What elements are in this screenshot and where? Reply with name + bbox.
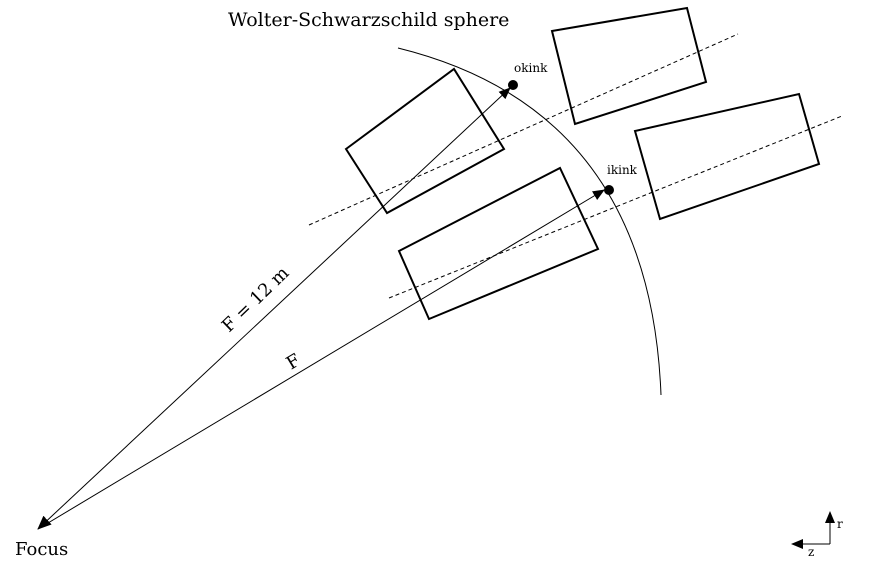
schwarzschild-sphere-arc: [397, 47, 662, 396]
outer-kink-label: okink: [514, 61, 548, 75]
diagram-title: Wolter-Schwarzschild sphere: [228, 9, 509, 31]
outer-kink-point: [508, 80, 518, 90]
r-axis-label: r: [837, 517, 843, 531]
inner-dashed-ray: [388, 115, 843, 299]
inner-kink-point: [604, 185, 614, 195]
inner-focal-ray: [37, 189, 605, 530]
inner-distance-label: F: [283, 350, 305, 374]
primary-mirror-outer: [550, 6, 708, 126]
inner-kink-label: ikink: [607, 163, 638, 177]
z-axis-label: z: [808, 545, 814, 559]
axes-indicator: r z: [791, 511, 843, 559]
outer-focal-ray: [37, 87, 511, 530]
primary-mirror-inner: [633, 92, 821, 221]
focus-label: Focus: [15, 539, 68, 560]
secondary-mirror-outer: [344, 67, 506, 215]
